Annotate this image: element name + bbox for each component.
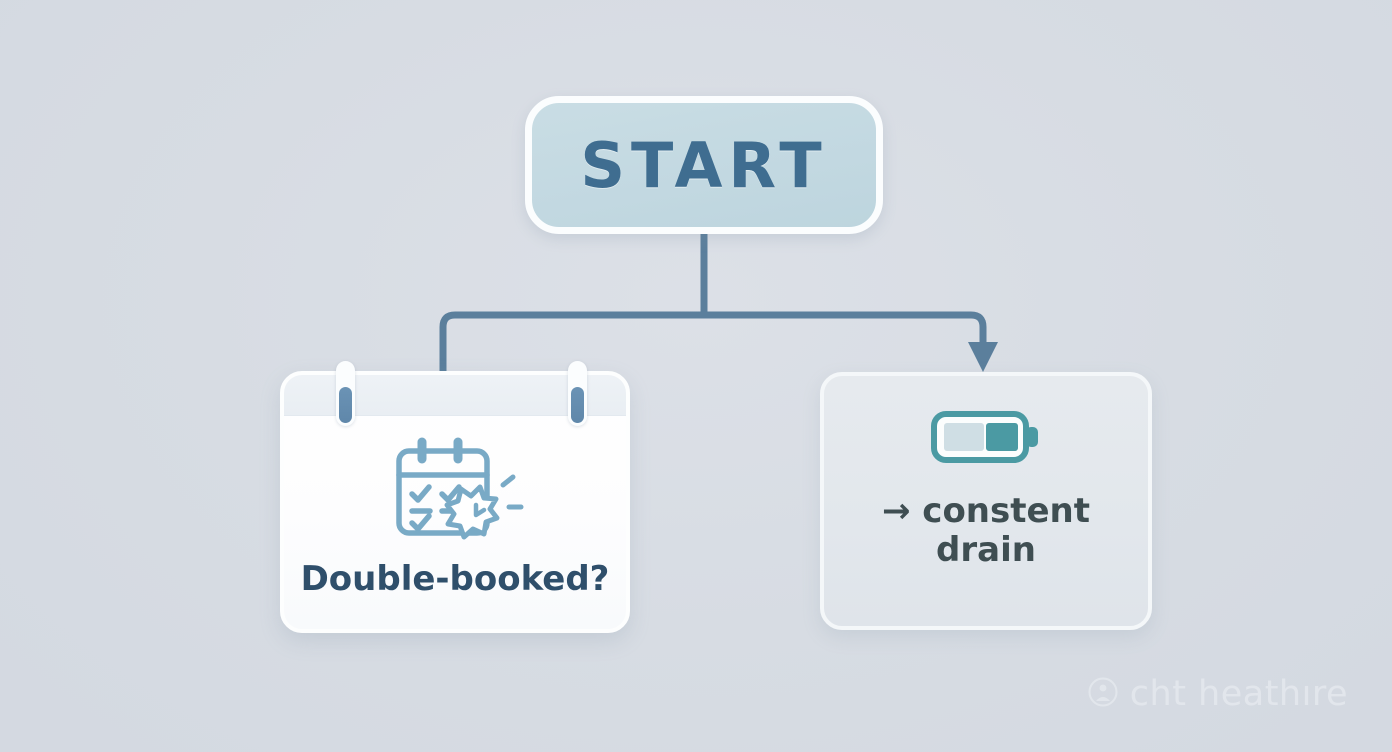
paper-clip-right-icon — [568, 361, 587, 426]
card-constant-drain-label: → constent drain — [824, 491, 1148, 571]
card-double-booked[interactable]: Double-booked? — [280, 361, 630, 633]
calendar-conflict-icon — [385, 437, 525, 545]
watermark-text: cht heathıre — [1129, 674, 1348, 714]
connector-arrowhead-icon — [968, 342, 998, 372]
battery-half-icon — [930, 408, 1042, 470]
card-constant-drain-line2: drain — [936, 530, 1036, 571]
connector-junction-bar — [453, 298, 973, 319]
connector-left-branch — [439, 311, 473, 380]
start-node[interactable]: START — [525, 96, 883, 234]
paper-clip-left-icon — [336, 361, 355, 426]
card-double-booked-label: Double-booked? — [300, 559, 610, 599]
card-constant-drain-line1: → constent — [881, 491, 1091, 531]
connector-right-branch — [946, 311, 987, 350]
watermark: cht heathıre — [1087, 674, 1348, 714]
circular-logo-icon — [1087, 676, 1119, 712]
card-constant-drain[interactable]: → constent drain — [820, 372, 1152, 630]
start-node-label: START — [580, 128, 828, 202]
